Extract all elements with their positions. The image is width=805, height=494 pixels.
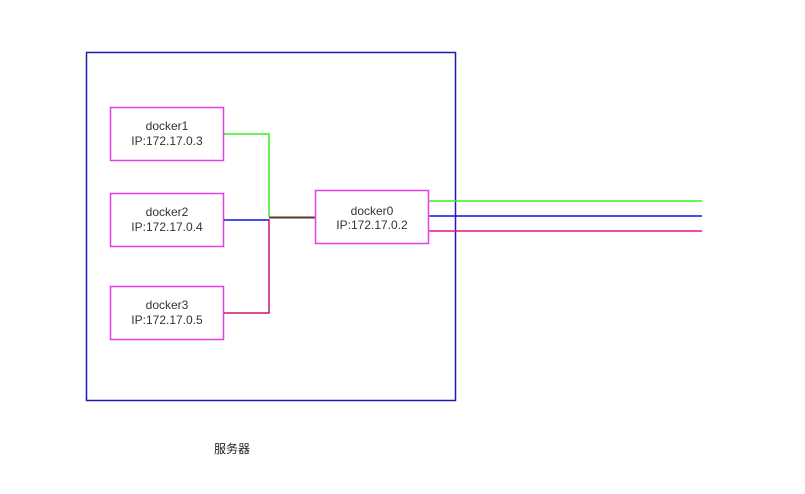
route-docker1-line [217,130,270,217]
node-name: docker0 [351,204,394,218]
server-label: 服务器 [214,441,250,456]
node-ip: IP:172.17.0.4 [131,220,203,234]
node-ip: IP:172.17.0.3 [131,134,203,148]
node-docker0: docker0 IP:172.17.0.2 [314,189,430,245]
server-box [85,51,457,402]
node-docker3: docker3 IP:172.17.0.5 [109,285,225,341]
node-docker1: docker1 IP:172.17.0.3 [109,106,225,162]
node-name: docker1 [146,119,189,133]
route-docker3-line [217,219,270,317]
node-ip: IP:172.17.0.2 [336,218,408,232]
node-name: docker3 [146,298,189,312]
node-docker2: docker2 IP:172.17.0.4 [109,192,225,248]
node-name: docker2 [146,205,189,219]
node-ip: IP:172.17.0.5 [131,313,203,327]
